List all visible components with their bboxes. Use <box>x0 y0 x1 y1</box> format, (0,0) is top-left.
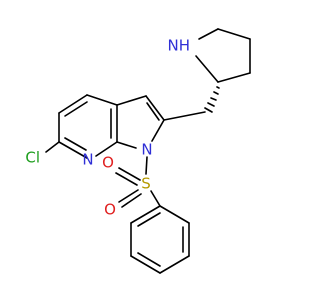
bond-c2p-c3p <box>217 72 251 83</box>
bond-c2-n1 <box>151 119 165 142</box>
bond-ph-3 <box>159 255 190 274</box>
bond-s-o-lower-a <box>118 189 139 203</box>
phenyl-ring <box>130 205 190 274</box>
bond-c3a-c4 <box>86 94 118 106</box>
bond-ph-4 <box>130 255 161 274</box>
bond-c2p-n <box>195 55 219 83</box>
pyrrole-ring <box>116 95 165 149</box>
bond-c5p-n <box>198 28 219 40</box>
bond-s-o-lower-b <box>121 193 142 208</box>
bond-n1-c7a <box>116 141 137 149</box>
bond-c4-c5 <box>58 94 88 114</box>
stereo-hashed-wedge <box>204 86 220 113</box>
bond-n1-s <box>145 156 148 175</box>
indole-nitrogen-label: N <box>141 141 152 159</box>
chlorine-label: Cl <box>25 149 40 167</box>
bond-ph-6-inner <box>137 212 161 227</box>
bond-c4-c5-inner <box>64 101 88 117</box>
bond-c6-c7 <box>58 141 88 159</box>
pyrrolidine-nh-label: NH <box>168 37 191 55</box>
bond-c2-ch2 <box>163 111 206 121</box>
bond-c7-c7a <box>95 141 118 157</box>
oxygen-lower-label: O <box>104 201 116 219</box>
bond-c6-cl <box>45 141 60 153</box>
bond-ph-4-inner <box>137 252 161 267</box>
pyrrolidine-substituent <box>163 28 251 121</box>
sulfur-label: S <box>141 175 151 193</box>
bond-c3-c2 <box>145 95 165 121</box>
bond-c3-c2-inner <box>146 102 160 121</box>
bond-s-o-upper-b <box>115 172 138 186</box>
molecule-diagram: Cl N N S O O NH <box>25 28 251 274</box>
bond-ph-1 <box>159 205 190 224</box>
bond-c4p-c5p <box>217 28 251 40</box>
oxygen-upper-label: O <box>102 154 114 172</box>
bond-c6-c7-inner <box>64 137 87 151</box>
bond-c3a-c3 <box>116 95 147 106</box>
pyridine-nitrogen-label: N <box>82 151 93 169</box>
bond-s-o-upper-a <box>118 167 141 181</box>
pyridine-ring <box>58 94 118 159</box>
bond-s-phenyl <box>150 190 161 207</box>
sulfonyl-group <box>115 156 161 208</box>
bond-ph-6 <box>130 205 161 224</box>
